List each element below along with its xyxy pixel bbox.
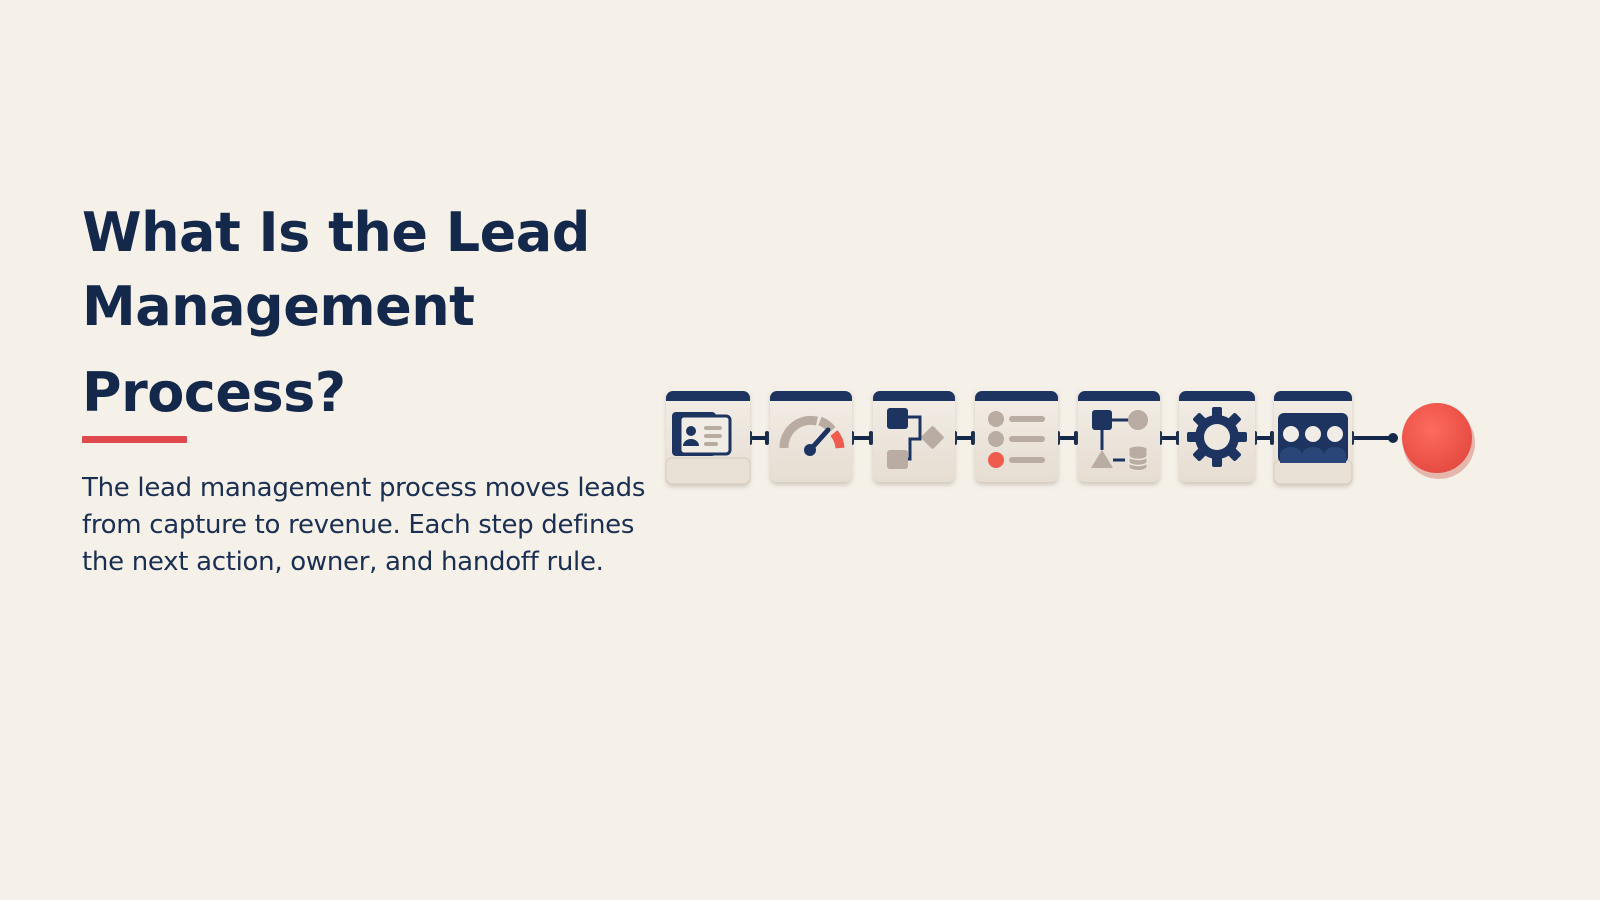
connector-2 — [850, 431, 873, 445]
connector-4 — [1056, 431, 1078, 445]
speedometer-icon — [779, 415, 845, 456]
end-node — [1402, 403, 1475, 479]
step-2-score — [770, 388, 852, 482]
step-7-handoff — [1273, 388, 1353, 485]
step-5-route — [1078, 388, 1160, 482]
connector-1 — [748, 431, 769, 445]
connector-5 — [1158, 431, 1180, 445]
title-underline — [82, 436, 187, 443]
connector-7 — [1350, 431, 1398, 445]
step-6-automate — [1179, 388, 1255, 482]
title-line-3: Process? — [82, 361, 346, 424]
page-title: What Is the Lead Management Process? — [82, 196, 642, 430]
description-text: The lead management process moves leads … — [82, 473, 646, 577]
gear-icon — [1187, 407, 1247, 467]
decision-flow-icon — [887, 408, 944, 469]
contact-cards-icon — [672, 412, 732, 456]
connector-3 — [953, 431, 975, 445]
goal-circle-icon — [1402, 403, 1472, 473]
checklist-icon — [988, 411, 1045, 468]
routing-database-icon — [1091, 410, 1148, 471]
step-3-qualify — [873, 388, 955, 482]
process-flow-diagram — [660, 380, 1500, 520]
title-line-2: Management — [82, 275, 475, 338]
step-1-capture — [665, 388, 751, 485]
team-icon — [1278, 413, 1348, 463]
title-line-1: What Is the Lead — [82, 201, 590, 264]
step-4-nurture — [975, 388, 1058, 482]
connector-6 — [1253, 431, 1274, 445]
